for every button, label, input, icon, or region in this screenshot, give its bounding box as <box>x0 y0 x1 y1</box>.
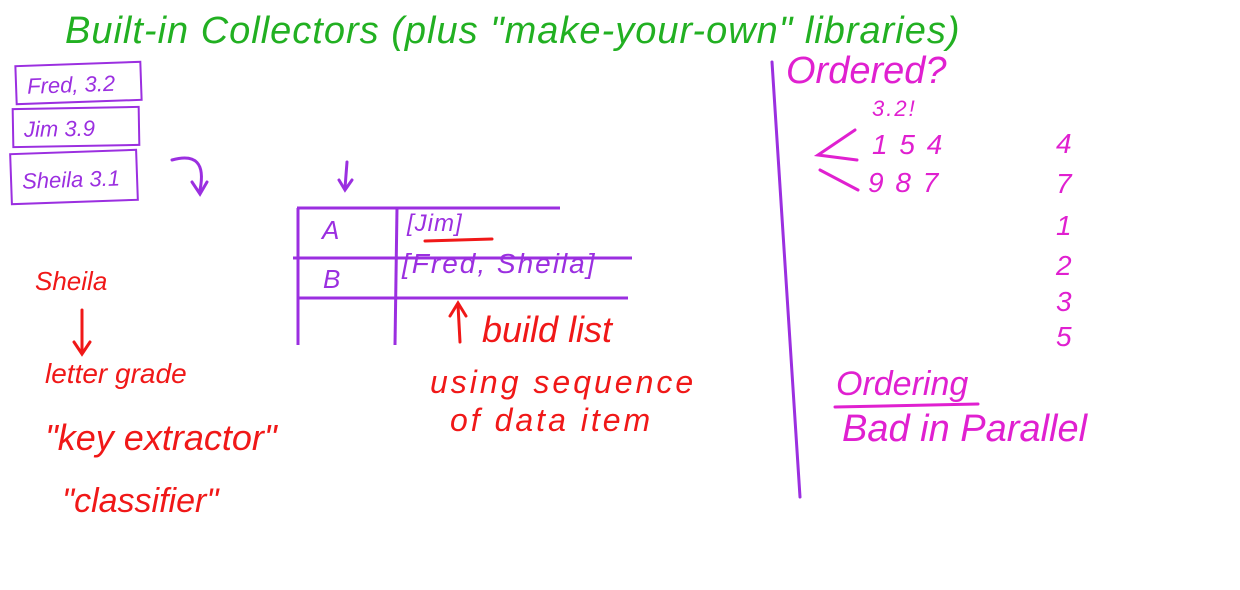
arrow-down-icon <box>343 160 349 190</box>
record-box: Jim 3.9 <box>11 105 141 149</box>
section-divider <box>770 60 802 499</box>
curved-arrow-icon <box>170 156 203 192</box>
term-classifier: "classifier" <box>62 482 219 520</box>
ordering-underline <box>833 402 980 409</box>
table-divider-line <box>393 207 399 346</box>
ordered-column-value: 3 <box>1056 286 1072 317</box>
curved-arrow-head <box>190 180 209 197</box>
classifier-input: Sheila <box>35 266 108 296</box>
ordered-column-value: 5 <box>1056 321 1072 352</box>
table-value-cell: [Fred, Sheila] <box>402 248 597 279</box>
chevron-left-icon <box>813 128 859 162</box>
arrow-down-head <box>337 178 354 193</box>
record-box: Sheila 3.1 <box>9 148 139 206</box>
list-note-line: using sequence <box>430 364 697 400</box>
ordered-column-value: 2 <box>1056 250 1072 281</box>
list-note-line: of data item <box>450 402 654 438</box>
ordered-row: 1 5 4 <box>872 129 945 160</box>
ordered-row: 3.2! <box>872 96 917 121</box>
page-title: Built-in Collectors (plus "make-your-own… <box>65 10 961 52</box>
table-key-cell: B <box>323 264 341 294</box>
term-key-extractor: "key extractor" <box>45 417 277 458</box>
classifier-output: letter grade <box>45 358 187 389</box>
table-key-cell: A <box>322 215 340 245</box>
arrow-down-head <box>72 340 92 357</box>
arrow-up-head <box>448 300 468 318</box>
arrow-up-icon <box>456 303 462 344</box>
conclusion-heading: Ordering <box>836 365 969 403</box>
jim-underline <box>423 237 494 243</box>
ordered-question: Ordered? <box>786 50 947 92</box>
ordered-column-value: 1 <box>1056 210 1072 241</box>
list-note-line: build list <box>482 309 613 350</box>
ordered-column-value: 7 <box>1056 168 1072 199</box>
chevron-branch-icon <box>818 168 860 192</box>
ordered-row: 9 8 7 <box>868 167 941 198</box>
record-box: Fred, 3.2 <box>14 60 143 106</box>
conclusion-text: Bad in Parallel <box>842 408 1088 450</box>
ordered-column-value: 4 <box>1056 128 1072 159</box>
table-value-cell: [Jim] <box>407 210 463 237</box>
